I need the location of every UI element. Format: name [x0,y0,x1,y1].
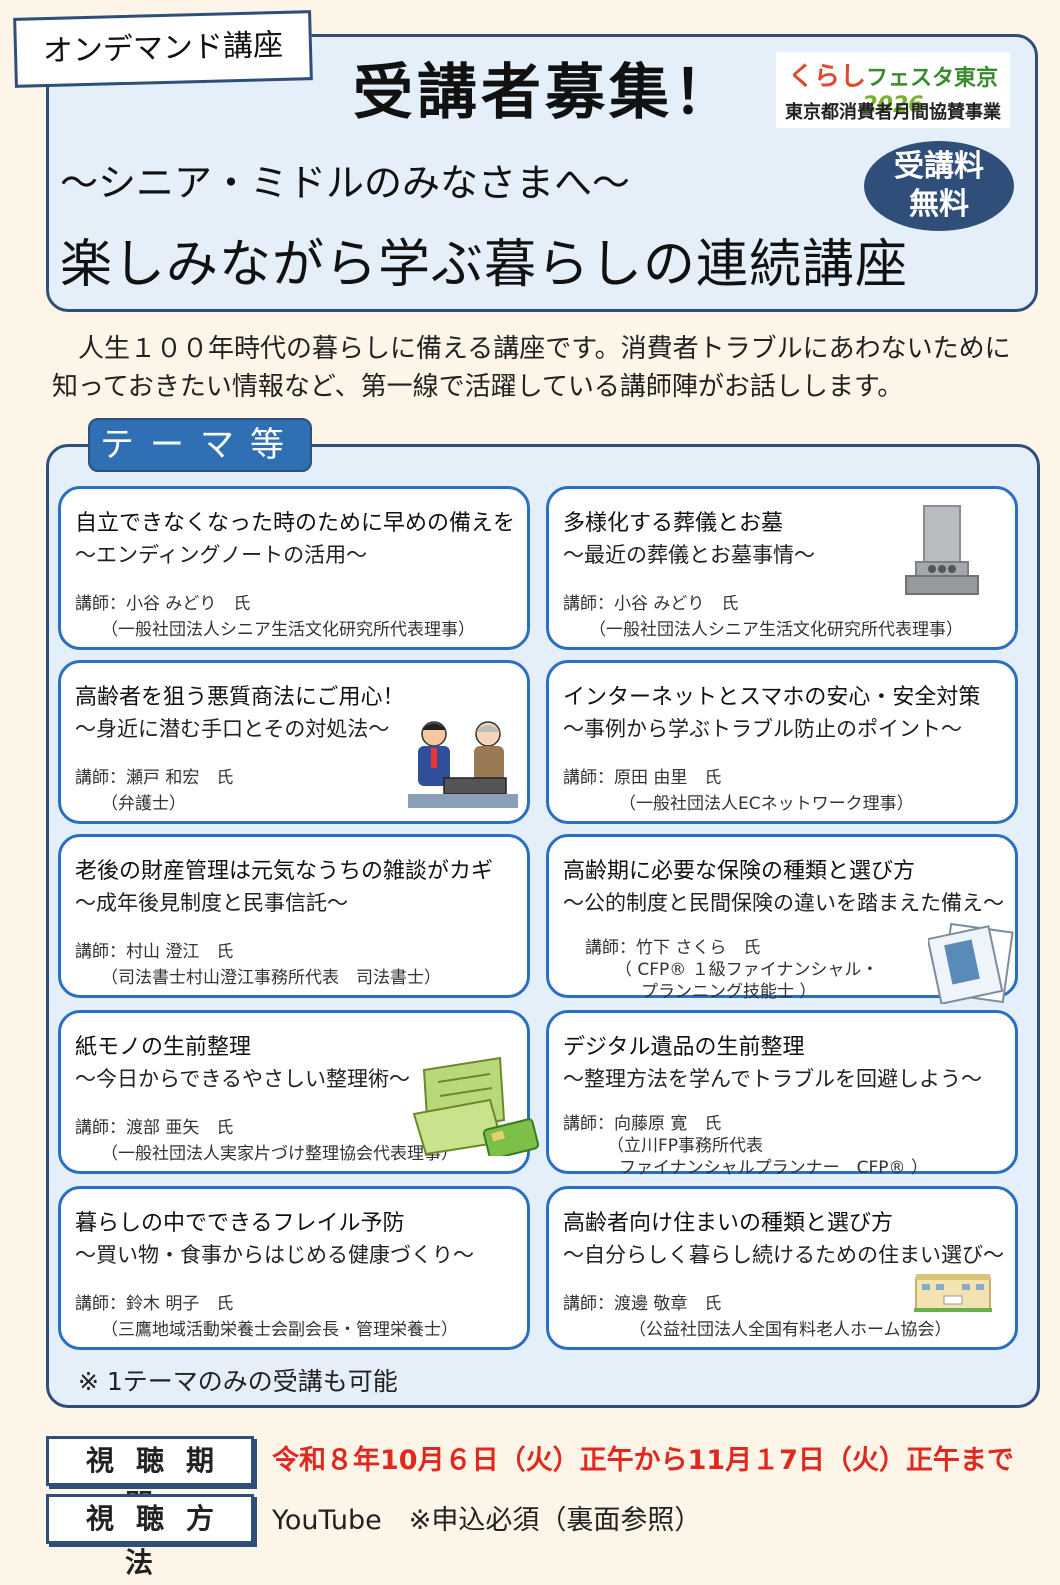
card-affiliation: （三鷹地域活動栄養士会副会長・管理栄養士） [101,1320,458,1340]
card-lecturer: 講師：原田 由里 氏 [563,768,722,788]
subtitle: ～シニア・ミドルのみなさまへ～ [60,161,631,205]
card-lecturer: 講師：小谷 みどり 氏 [75,594,251,614]
card-lecturer: 講師：向藤原 寛 氏 [563,1114,722,1134]
theme-card: 暮らしの中でできるフレイル予防 ～買い物・食事からはじめる健康づくり～ 講師：鈴… [58,1186,530,1350]
period-label: 視聴期間 [46,1436,254,1521]
card-title: 高齢期に必要な保険の種類と選び方 [563,859,916,884]
period-value: 令和８年10月６日（火）正午から11月１7日（火）正午まで [272,1445,1014,1476]
card-subtitle: ～公的制度と民間保険の違いを踏まえた備え～ [563,891,1004,915]
card-affiliation-2: プランニング技能士 ） [641,982,817,1002]
card-affiliation: （一般社団法人ECネットワーク理事） [619,794,914,814]
card-subtitle: ～エンディングノートの活用～ [75,543,368,567]
salesman-elderly-icon [408,721,518,808]
series-title: 楽しみながら学ぶ暮らしの連続講座 [60,235,909,295]
theme-card: 高齢者を狙う悪質商法にご用心！ ～身近に潜む手口とその対処法～ 講師：瀬戸 和宏… [58,660,530,824]
single-theme-note: ※ 1テーマのみの受講も可能 [78,1367,398,1396]
card-title: 多様化する葬儀とお墓 [563,511,784,536]
card-lecturer: 講師：竹下 さくら 氏 [585,938,761,958]
card-title: 老後の財産管理は元気なうちの雑談がカギ [75,859,494,884]
grave-stone-icon [905,505,979,595]
card-subtitle: ～今日からできるやさしい整理術～ [75,1067,410,1091]
card-title: インターネットとスマホの安心・安全対策 [563,685,981,710]
card-subtitle: ～事例から学ぶトラブル防止のポイント～ [563,717,962,741]
card-lecturer: 講師：村山 澄江 氏 [75,942,234,962]
bankbook-card-icon [412,1056,540,1156]
fiesta-logo-fiesta: フェスタ東京 [866,66,999,91]
card-lecturer: 講師：渡邊 敬章 氏 [563,1294,722,1314]
card-title: 自立できなくなった時のために早めの備えを [75,511,516,536]
card-subtitle: ～整理方法を学んでトラブルを回避しよう～ [563,1067,982,1091]
intro-text: 人生１００年時代の暮らしに備える講座です。消費者トラブルにあわないために知ってお… [52,334,1011,402]
card-lecturer: 講師：小谷 みどり 氏 [563,594,739,614]
card-affiliation-2: ファイナンシャルプランナー CFP® ） [619,1158,928,1178]
card-subtitle: ～最近の葬儀とお墓事情～ [563,543,815,567]
ondemand-tag: オンデマンド講座 [13,10,313,88]
card-lecturer: 講師：渡部 亜矢 氏 [75,1118,234,1138]
theme-tab: テーマ等 [88,418,312,472]
card-affiliation: （公益社団法人全国有料老人ホーム協会） [629,1320,952,1340]
card-affiliation: （ CFP® １級ファイナンシャル・ [615,960,879,980]
card-subtitle: ～自分らしく暮らし続けるための住まい選び～ [563,1243,1004,1267]
card-lecturer: 講師：瀬戸 和宏 氏 [75,768,234,788]
method-value: YouTube ※申込必須（裏面参照） [272,1505,702,1536]
card-title: 高齢者を狙う悪質商法にご用心！ [75,685,405,710]
card-affiliation: （一般社団法人シニア生活文化研究所代表理事） [589,620,963,640]
main-title: 受講者募集！ [353,58,737,128]
card-affiliation: （一般社団法人シニア生活文化研究所代表理事） [101,620,475,640]
card-title: 高齢者向け住まいの種類と選び方 [563,1211,894,1236]
card-title: 紙モノの生前整理 [75,1035,252,1060]
theme-card: 自立できなくなった時のために早めの備えを ～エンディングノートの活用～ 講師：小… [58,486,530,650]
fiesta-logo-year: 2026 [862,93,924,118]
method-label: 視聴方法 [46,1494,254,1579]
fiesta-tokyo-logo: くらしフェスタ東京 2026 東京都消費者月間協賛事業 [776,52,1010,128]
free-badge: 受講料 無料 [864,141,1014,231]
free-badge-line2: 無料 [909,187,969,222]
fiesta-logo-kurashi: くらし [787,62,866,92]
card-title: 暮らしの中でできるフレイル予防 [75,1211,405,1236]
card-title: デジタル遺品の生前整理 [563,1035,805,1060]
card-affiliation: （立川FP事務所代表 [607,1136,764,1156]
care-facility-icon [914,1274,992,1312]
card-affiliation: （弁護士） [101,794,186,814]
card-subtitle: ～成年後見制度と民事信託～ [75,891,348,915]
card-affiliation: （一般社団法人実家片づけ整理協会代表理事） [101,1144,458,1164]
theme-card: 高齢者向け住まいの種類と選び方 ～自分らしく暮らし続けるための住まい選び～ 講師… [546,1186,1018,1350]
theme-card: インターネットとスマホの安心・安全対策 ～事例から学ぶトラブル防止のポイント～ … [546,660,1018,824]
card-subtitle: ～身近に潜む手口とその対処法～ [75,717,390,741]
card-subtitle: ～買い物・食事からはじめる健康づくり～ [75,1243,474,1267]
fiesta-logo-sponsor: 東京都消費者月間協賛事業 [785,102,1001,123]
theme-card: 老後の財産管理は元気なうちの雑談がカギ ～成年後見制度と民事信託～ 講師：村山 … [58,834,530,998]
card-affiliation: （司法書士村山澄江事務所代表 司法書士） [101,968,441,988]
insurance-card-icon [928,922,1014,1004]
card-lecturer: 講師：鈴木 明子 氏 [75,1294,234,1314]
free-badge-line1: 受講料 [894,149,984,184]
theme-card: デジタル遺品の生前整理 ～整理方法を学んでトラブルを回避しよう～ 講師：向藤原 … [546,1010,1018,1178]
fiesta-logo-title: くらしフェスタ東京 2026 [776,56,1010,118]
